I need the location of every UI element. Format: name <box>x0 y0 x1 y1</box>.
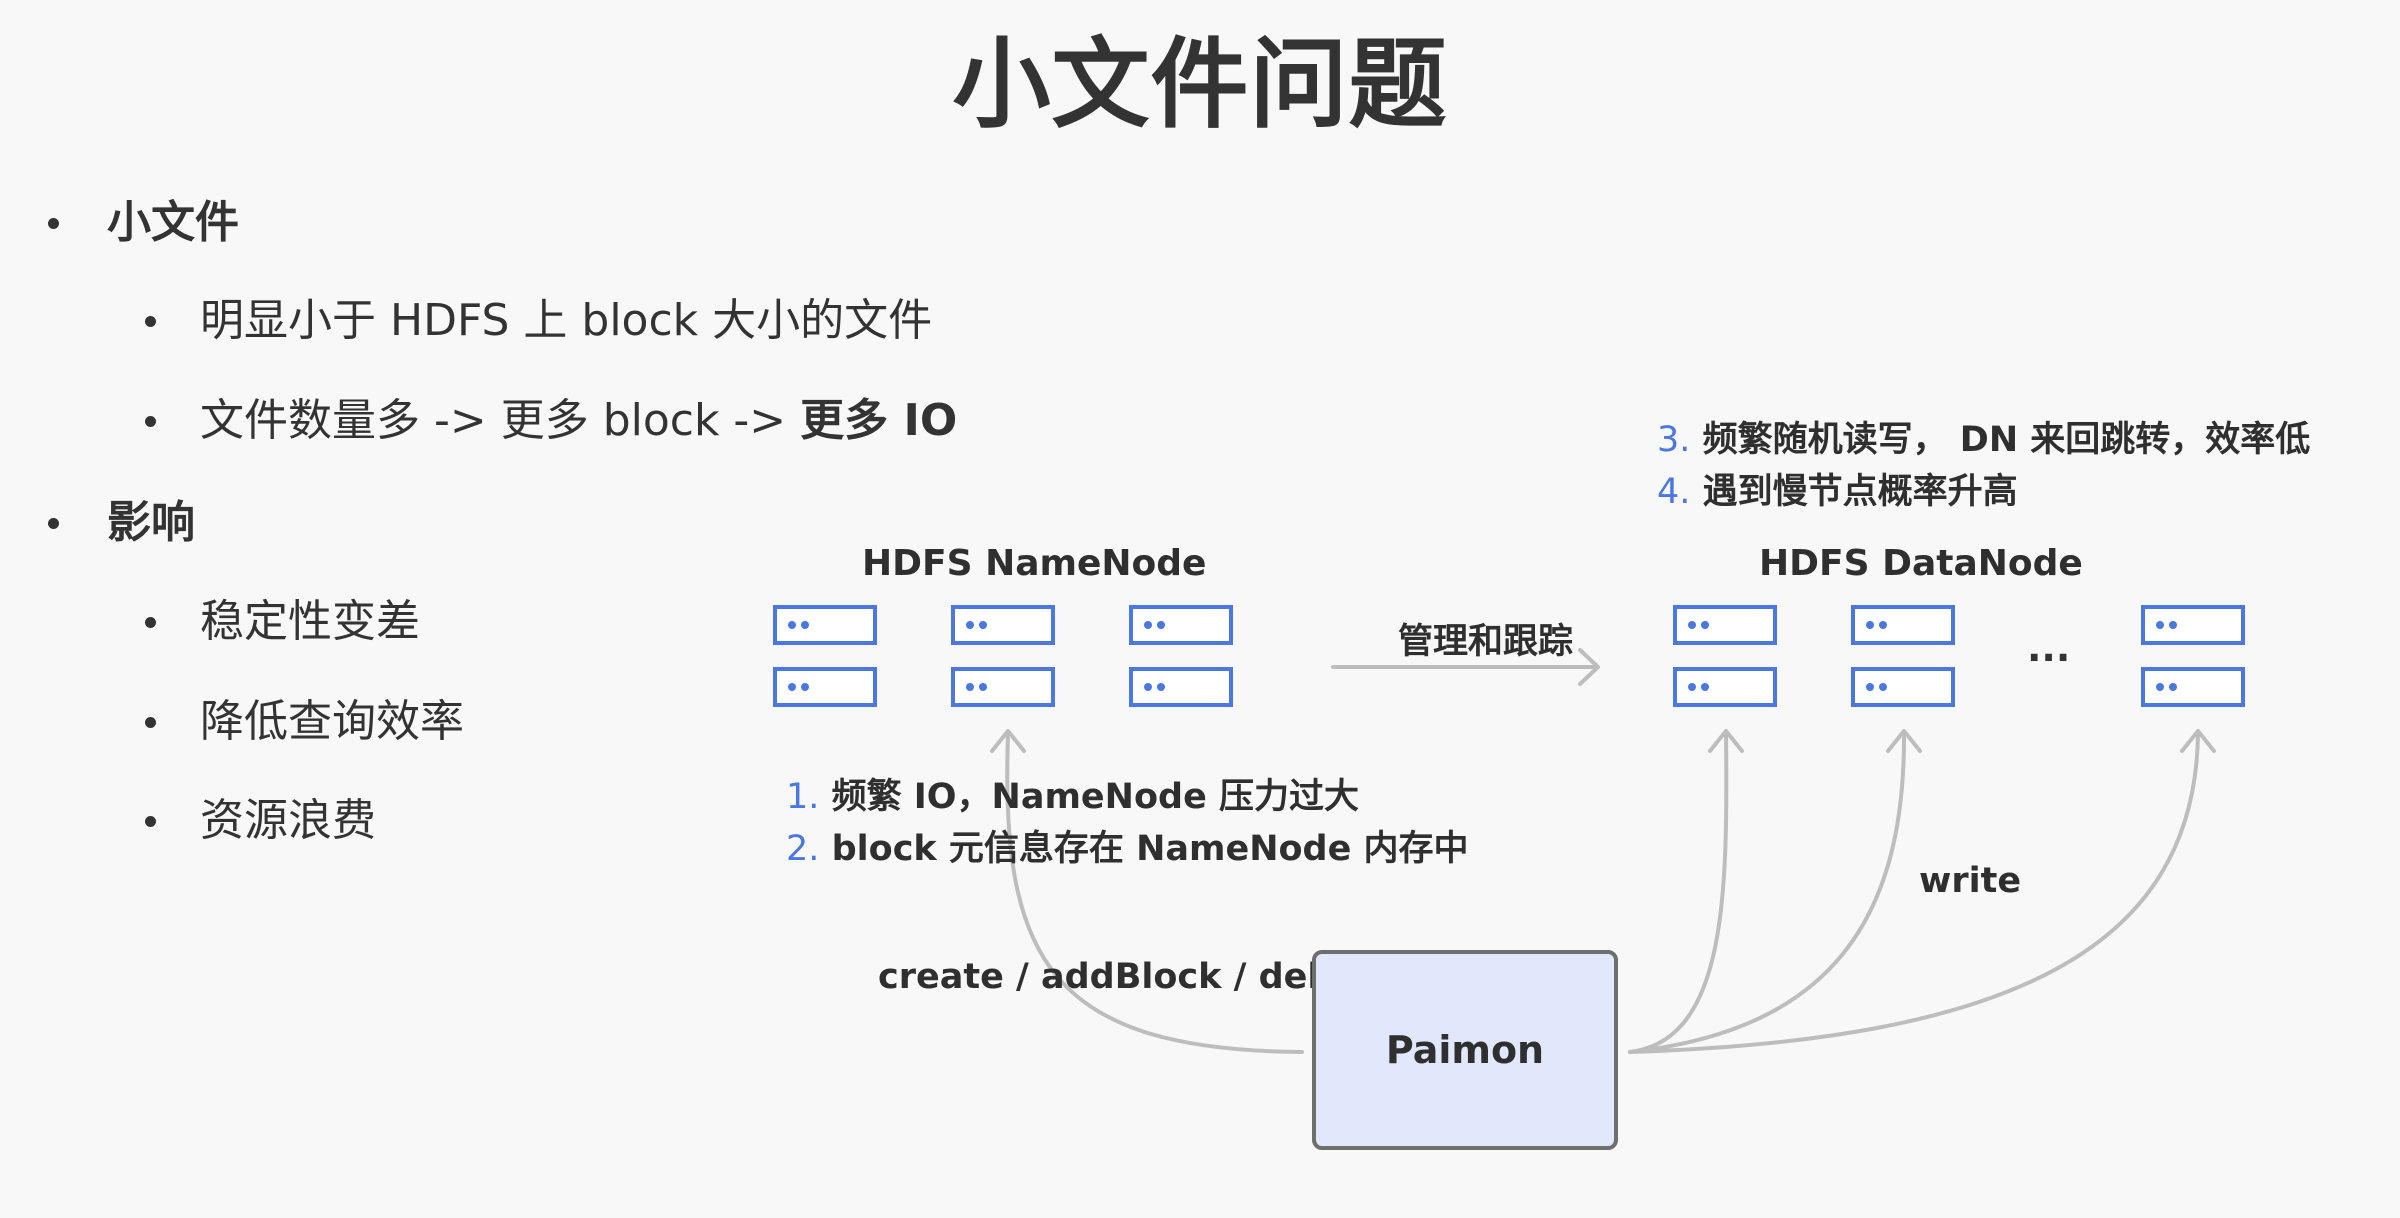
server-led <box>801 683 809 691</box>
bullet-dot <box>145 717 156 728</box>
datanode-label: HDFS DataNode <box>1759 543 2083 584</box>
write-arrowhead-2 <box>1886 729 1922 753</box>
bullet-label: 小文件 <box>107 197 239 248</box>
note-text: block 元信息存在 NameNode 内存中 <box>831 829 1469 869</box>
namenode-server <box>773 667 877 707</box>
namenode-server <box>951 667 1055 707</box>
namenode-note: 2. block 元信息存在 NameNode 内存中 <box>786 823 1469 875</box>
namenode-server <box>773 605 877 645</box>
bullet-impact-item: 降低查询效率 <box>145 694 464 750</box>
bullet-dot <box>145 416 156 427</box>
bullet-small-file-definition: 明显小于 HDFS 上 block 大小的文件 <box>145 293 933 349</box>
datanode-server <box>1673 667 1777 707</box>
namenode-label: HDFS NameNode <box>862 543 1207 584</box>
bullet-dot <box>48 218 59 229</box>
bullet-impact-item: 稳定性变差 <box>145 594 420 650</box>
bullet-impact: 影响 <box>48 495 195 551</box>
note-text: 频繁随机读写， DN 来回跳转，效率低 <box>1702 420 2311 460</box>
bullet-dot <box>145 816 156 827</box>
note-number: 4. <box>1657 472 1691 512</box>
namenode-server <box>1129 667 1233 707</box>
bullet-dot <box>145 617 156 628</box>
note-text: 遇到慢节点概率升高 <box>1702 472 2018 512</box>
server-led <box>1144 683 1152 691</box>
server-led <box>966 683 974 691</box>
server-led <box>2156 683 2164 691</box>
server-led <box>801 621 809 629</box>
server-led <box>1701 621 1709 629</box>
server-led <box>979 621 987 629</box>
server-led <box>788 683 796 691</box>
server-led <box>1866 683 1874 691</box>
server-led <box>1157 621 1165 629</box>
paimon-label: Paimon <box>1385 1028 1545 1072</box>
bullet-label: 影响 <box>107 497 195 548</box>
server-led <box>2169 621 2177 629</box>
write-arrowhead-3 <box>2180 729 2216 753</box>
note-text: 频繁 IO，NameNode 压力过大 <box>831 777 1359 817</box>
note-number: 3. <box>1657 420 1691 460</box>
manage-arrowhead <box>1578 648 1600 686</box>
datanode-server <box>1673 605 1777 645</box>
bullet-impact-item: 资源浪费 <box>145 793 376 849</box>
datanode-server <box>2141 605 2245 645</box>
bullet-text: 文件数量多 -> 更多 block -> <box>200 395 801 446</box>
write-arrow-1 <box>1628 732 1729 1054</box>
bullet-text: 稳定性变差 <box>200 596 420 647</box>
write-arrow-2 <box>1628 732 1907 1054</box>
more-datanodes-ellipsis: ... <box>2027 626 2071 670</box>
datanode-note: 4. 遇到慢节点概率升高 <box>1657 466 2018 518</box>
bullet-dot <box>145 316 156 327</box>
bullet-small-file: 小文件 <box>48 195 239 251</box>
server-led <box>1701 683 1709 691</box>
datanode-note: 3. 频繁随机读写， DN 来回跳转，效率低 <box>1657 414 2310 466</box>
server-led <box>1866 621 1874 629</box>
server-led <box>1879 683 1887 691</box>
bullet-more-io: 文件数量多 -> 更多 block -> 更多 IO <box>145 393 958 449</box>
datanode-server <box>2141 667 2245 707</box>
namenode-note: 1. 频繁 IO，NameNode 压力过大 <box>786 771 1359 823</box>
server-led <box>1688 683 1696 691</box>
create-arrowhead <box>990 729 1026 753</box>
paimon-node: Paimon <box>1312 950 1618 1150</box>
write-arrow-3 <box>1628 732 2200 1054</box>
datanode-server <box>1851 605 1955 645</box>
server-led <box>788 621 796 629</box>
write-arrowhead-1 <box>1708 729 1744 753</box>
datanode-server <box>1851 667 1955 707</box>
bullet-text: 明显小于 HDFS 上 block 大小的文件 <box>200 295 933 346</box>
bullet-text: 资源浪费 <box>200 795 376 846</box>
page-title: 小文件问题 <box>952 28 1448 142</box>
bullet-text-bold: 更多 IO <box>800 395 958 446</box>
namenode-server <box>951 605 1055 645</box>
server-led <box>2169 683 2177 691</box>
write-label: write <box>1919 861 2022 901</box>
server-led <box>2156 621 2164 629</box>
bullet-text: 降低查询效率 <box>200 696 464 747</box>
server-led <box>979 683 987 691</box>
server-led <box>1879 621 1887 629</box>
create-addblock-delete-label: create / addBlock / delete <box>878 957 1384 997</box>
bullet-dot <box>48 518 59 529</box>
server-led <box>1688 621 1696 629</box>
server-led <box>1144 621 1152 629</box>
namenode-server <box>1129 605 1233 645</box>
create-arrow <box>1005 732 1304 1054</box>
server-led <box>1157 683 1165 691</box>
note-number: 2. <box>786 829 820 869</box>
manage-track-label: 管理和跟踪 <box>1398 622 1574 662</box>
server-led <box>966 621 974 629</box>
note-number: 1. <box>786 777 820 817</box>
